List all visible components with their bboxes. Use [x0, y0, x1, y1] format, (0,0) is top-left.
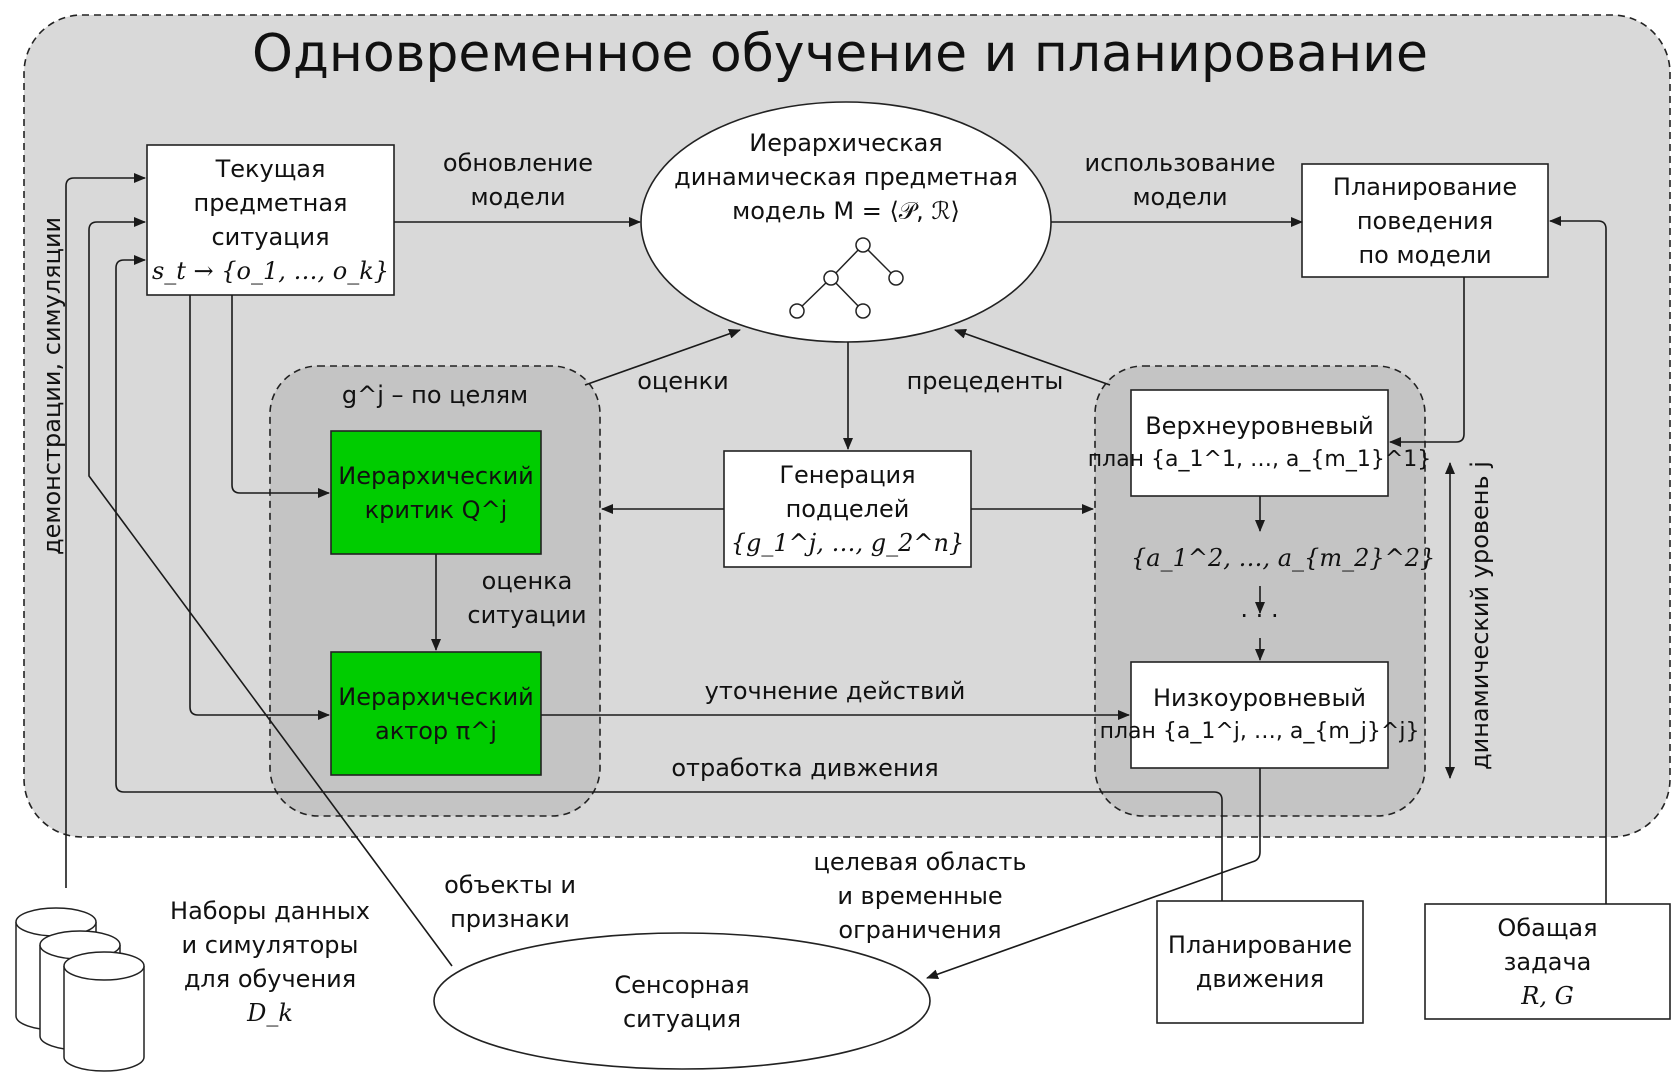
label-motion-work: отработка дивжения [671, 754, 939, 782]
current-situation-line-1: Текущая [215, 155, 326, 183]
high-plan-line-2: план {a_1^1, …, a_{m_1}^1} [1087, 447, 1432, 472]
model-planning: Планирование поведения по модели [1302, 164, 1548, 277]
label-target-area-3: ограничения [838, 916, 1002, 944]
current-situation-line-3: ситуация [211, 223, 330, 251]
datasets-line-3: для обучения [183, 965, 357, 993]
edge-motion-work [115, 255, 1223, 901]
low-plan-box [1130, 661, 1389, 769]
model-planning-line-1: Планирование [1332, 172, 1518, 201]
actor-line-1: Иерархический [338, 682, 534, 711]
general-task-line-2: задача [1503, 947, 1592, 976]
edge-task-to-planning [1549, 216, 1607, 904]
low-plan: Низкоуровневый план {a_1^j, …, a_{m_j}^j… [1100, 662, 1420, 768]
label-situation-eval-1: оценка [481, 567, 573, 595]
label-dyn-level: динамический уровень j [1466, 461, 1494, 770]
tree-icon [789, 237, 904, 319]
low-plan-line-2: план {a_1^j, …, a_{m_j}^j} [1099, 719, 1420, 744]
edge-sensor-to-situation [88, 217, 453, 967]
model-planning-line-2: поведения [1356, 206, 1494, 235]
edge-situation-to-actor [189, 295, 330, 720]
subgoals: Генерация подцелей {g_1^j, …, g_2^n} [724, 451, 971, 567]
edge-precedents [954, 328, 1111, 386]
label-action-refine: уточнение действий [704, 677, 966, 705]
label-target-area-2: и временные [837, 882, 1003, 910]
motion-planning-box [1156, 900, 1364, 1024]
edge-estimates [584, 328, 741, 386]
edge-planning-to-high-plan [1389, 277, 1465, 447]
current-situation-line-2: предметная [193, 189, 348, 217]
mid-plan: {a_1^2, …, a_{m_2}^2} [1131, 544, 1436, 572]
model-line-1: Иерархическая [749, 129, 943, 157]
model-line-3: модель M = ⟨𝒫, ℛ⟩ [732, 197, 960, 225]
label-target-area-1: целевая область [813, 848, 1027, 876]
general-task-line-1: Обащая [1497, 913, 1598, 942]
current-situation-formula: s_t → {o_1, …, o_k} [151, 257, 390, 285]
diagram-title: Одновременное обучение и планирование [252, 24, 1428, 84]
motion-planning: Планирование движения [1157, 901, 1363, 1023]
label-objects-1: объекты и [444, 871, 576, 899]
actor-line-2: актор π^j [375, 716, 497, 745]
motion-planning-line-2: движения [1195, 965, 1325, 993]
motion-planning-line-1: Планирование [1167, 931, 1353, 959]
general-task-formula: R, G [1521, 981, 1574, 1010]
critic-line-2: критик Q^j [364, 495, 508, 524]
critic-box [330, 430, 542, 555]
subgoals-box [723, 450, 972, 568]
label-objects-2: признаки [450, 905, 570, 933]
sensor-line-2: ситуация [622, 1005, 742, 1033]
datasets-line-2: и симуляторы [181, 931, 359, 959]
subgoals-formula: {g_1^j, …, g_2^n} [730, 529, 965, 557]
label-model-use-2: модели [1132, 183, 1228, 211]
model-label: Иерархическая динамическая предметная мо… [660, 122, 1032, 232]
edge-datasets-to-situation [65, 173, 146, 888]
datasets-label: Наборы данных и симуляторы для обучения … [160, 892, 380, 1032]
model-planning-line-3: по модели [1358, 240, 1492, 269]
subgoals-line-2: подцелей [785, 495, 910, 523]
datasets-formula: D_k [247, 999, 293, 1027]
datasets-line-1: Наборы данных [170, 897, 370, 925]
general-task-box [1424, 903, 1671, 1020]
model-line-2: динамическая предметная [674, 163, 1018, 191]
plan-dots: · · · [1240, 602, 1279, 630]
current-situation-box [146, 144, 395, 296]
database-icon [15, 907, 145, 1072]
general-task: Обащая задача R, G [1425, 904, 1670, 1019]
sensor: Сенсорная ситуация [434, 960, 930, 1044]
actor: Иерархический актор π^j [331, 652, 541, 775]
edges [65, 173, 1607, 980]
edge-low-plan-to-sensor [926, 768, 1261, 980]
edge-situation-to-critic [231, 295, 330, 498]
critic-line-1: Иерархический [338, 461, 534, 490]
label-model-update-1: обновление [442, 149, 594, 177]
label-precedents: прецеденты [906, 367, 1064, 395]
subgoals-line-1: Генерация [779, 461, 916, 489]
sensor-ellipse [433, 932, 931, 1070]
current-situation: Текущая предметная ситуация s_t → {o_1, … [147, 145, 394, 295]
high-plan-line-1: Верхнеуровневый [1145, 412, 1374, 440]
actor-box [330, 651, 542, 776]
low-plan-line-1: Низкоуровневый [1153, 684, 1366, 712]
label-demos: демонстрации, симуляции [38, 216, 66, 555]
label-model-use-1: использование [1084, 149, 1276, 177]
high-plan: Верхнеуровневый план {a_1^1, …, a_{m_1}^… [1088, 390, 1432, 496]
sensor-line-1: Сенсорная [614, 971, 750, 999]
label-estimates: оценки [637, 367, 729, 395]
critic: Иерархический критик Q^j [331, 431, 541, 554]
label-situation-eval-2: ситуации [467, 601, 587, 629]
goals-group-label: g^j – по целям [341, 381, 529, 409]
label-model-update-2: модели [470, 183, 566, 211]
